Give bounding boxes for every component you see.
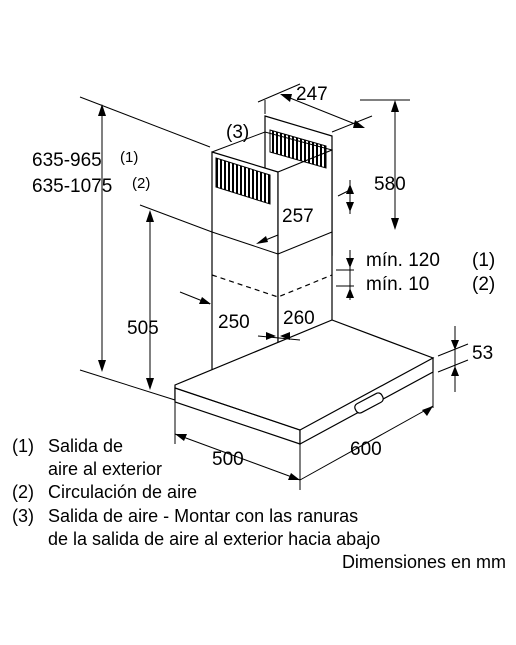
legend-num-3: (3) (12, 506, 34, 526)
legend-text-3: Salida de aire - Montar con las ranuras (48, 506, 358, 526)
legend-text-1b: aire al exterior (48, 459, 162, 479)
chimney-width-label: 257 (282, 206, 314, 227)
width-right-label: 600 (350, 439, 382, 460)
chimney-front (211, 131, 333, 392)
min-2-ref: (2) (472, 274, 495, 295)
inner-height-label: 505 (127, 318, 159, 339)
inner-width-label: 250 (218, 312, 250, 333)
min-1-label: mín. 120 (366, 250, 440, 271)
width-left-label: 500 (212, 449, 244, 470)
legend-text-3b: de la salida de aire al exterior hacia a… (48, 529, 380, 549)
canopy-height-label: 53 (472, 343, 493, 364)
min-2-label: mín. 10 (366, 274, 429, 295)
legend-text-2: Circulación de aire (48, 482, 197, 502)
legend-num-1: (1) (12, 436, 34, 456)
air-outlet-slots (215, 129, 327, 205)
legend-text-1: Salida de (48, 436, 123, 456)
inner-depth-label: 260 (283, 308, 315, 329)
units-note: Dimensiones en mm (342, 552, 506, 572)
height-range-2-label: 635-1075 (32, 176, 112, 197)
control-panel (354, 392, 384, 414)
outlet-number-label: (3) (226, 122, 249, 143)
height-range-1-label: 635-965 (32, 150, 102, 171)
canopy (174, 319, 435, 446)
legend: (1) Salida de aire al exterior (2) Circu… (12, 436, 380, 549)
chimney-height-label: 580 (374, 174, 406, 195)
chimney-joint-line (211, 274, 333, 298)
height-range-1-ref: (1) (120, 149, 138, 166)
dimension-lines (79, 83, 469, 490)
legend-num-2: (2) (12, 482, 34, 502)
depth-top-label: 247 (296, 84, 328, 105)
height-range-2-ref: (2) (132, 175, 150, 192)
min-1-ref: (1) (472, 250, 495, 271)
